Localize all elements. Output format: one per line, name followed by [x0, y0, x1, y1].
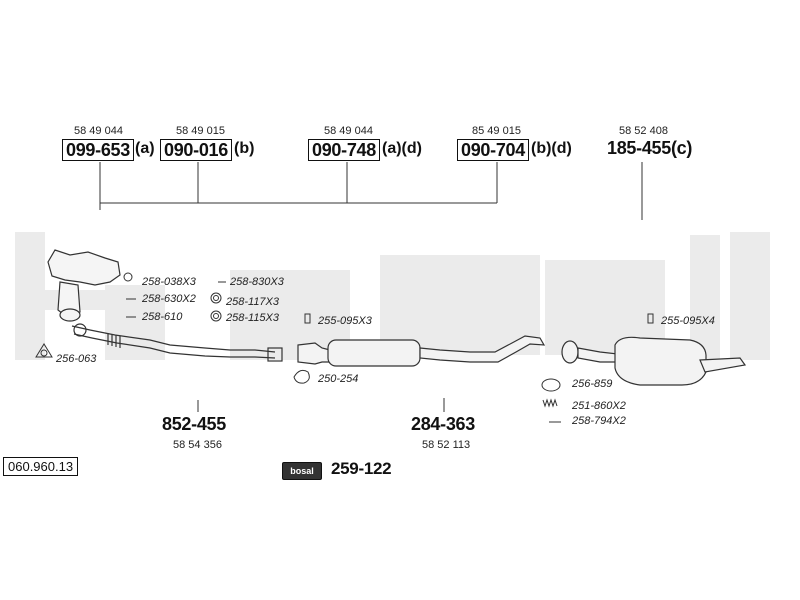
accessory-label[interactable]: 258-117X3	[226, 296, 280, 308]
kit-number[interactable]: 259-122	[331, 459, 392, 478]
accessory-label[interactable]: 258-610	[142, 311, 183, 323]
accessory-label[interactable]: 251-860X2	[572, 400, 626, 412]
accessory-label[interactable]: 258-630X2	[142, 293, 196, 305]
bosal-logo: bosal	[282, 462, 322, 480]
accessory-label[interactable]: 255-095X3	[318, 315, 372, 327]
accessory-label[interactable]: 258-794X2	[572, 415, 626, 427]
rear-silencer-drawing	[561, 336, 747, 386]
manifold-drawing	[47, 249, 121, 322]
header-part-1-ref: 58 49 044	[74, 125, 123, 137]
diagram-number: 060.960.13	[3, 457, 79, 476]
accessory-icons	[123, 272, 654, 423]
header-part-2-ref: 58 49 015	[176, 125, 225, 137]
accessory-label[interactable]: 258-830X3	[230, 276, 284, 288]
header-part-5-number[interactable]: 185-455(c)	[607, 138, 693, 158]
header-part-2-suffix: (b)	[234, 140, 255, 157]
header-part-1-suffix: (a)	[135, 140, 155, 157]
header-part-3-number[interactable]: 090-748	[308, 139, 380, 161]
main-part-2-ref: 58 52 113	[422, 439, 471, 451]
header-part-2-number[interactable]: 090-016	[160, 139, 232, 161]
header-part-4-number[interactable]: 090-704	[457, 139, 529, 161]
connection-lines	[99, 162, 643, 412]
accessory-label[interactable]: 258-115X3	[226, 312, 280, 324]
main-part-1-number[interactable]: 852-455	[162, 414, 226, 434]
header-part-3-suffix: (a)(d)	[382, 140, 422, 157]
gasket-drawing	[35, 343, 53, 358]
header-part-4-suffix: (b)(d)	[531, 140, 572, 157]
accessory-label[interactable]: 256-063	[56, 353, 97, 365]
front-pipe-drawing	[71, 323, 283, 362]
header-part-5-ref: 58 52 408	[619, 125, 668, 137]
main-part-1-ref: 58 54 356	[173, 439, 222, 451]
main-part-2-number[interactable]: 284-363	[411, 414, 475, 434]
middle-silencer-drawing	[297, 335, 546, 367]
accessory-label[interactable]: 256-859	[572, 378, 613, 390]
header-part-4-ref: 85 49 015	[472, 125, 521, 137]
accessory-label[interactable]: 255-095X4	[661, 315, 715, 327]
header-part-1-number[interactable]: 099-653	[62, 139, 134, 161]
accessory-label[interactable]: 258-038X3	[142, 276, 196, 288]
header-part-3-ref: 58 49 044	[324, 125, 373, 137]
accessory-label[interactable]: 250-254	[318, 373, 359, 385]
